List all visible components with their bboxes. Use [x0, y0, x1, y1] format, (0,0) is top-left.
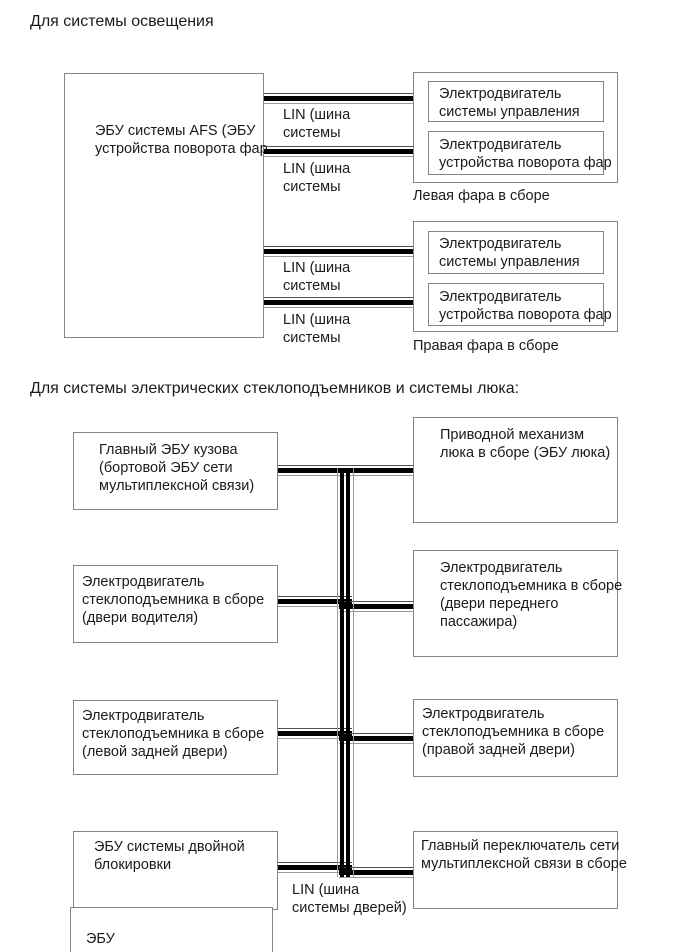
- cutoff-ecu-box: ЭБУ: [70, 907, 273, 952]
- door-lin-bus-vertical: [346, 468, 350, 877]
- lin-bus-line: [264, 297, 428, 308]
- lin-bus-label: LIN (шина системы: [283, 260, 351, 294]
- rear-left-window-motor-label: Электродвигатель стеклоподъемника в сбор…: [82, 708, 265, 760]
- door-lin-bus-line: [278, 465, 413, 476]
- swivel-motor-label: Электродвигатель устройства поворота фар: [439, 289, 612, 323]
- right-headlamp-caption: Правая фара в сборе: [413, 338, 559, 354]
- control-motor-label: Электродвигатель системы управления: [439, 236, 580, 270]
- section-title-windows: Для системы электрических стеклоподъемни…: [30, 380, 520, 397]
- sunroof-drive-label: Приводной механизм люка в сборе (ЭБУ люк…: [440, 427, 611, 461]
- door-lin-bus-line: [278, 862, 352, 873]
- body-ecu-label: Главный ЭБУ кузова (бортовой ЭБУ сети му…: [99, 442, 255, 494]
- driver-window-motor-box: Электродвигатель стеклоподъемника в сбор…: [73, 565, 278, 643]
- control-motor-label: Электродвигатель системы управления: [439, 86, 580, 120]
- double-lock-ecu-label: ЭБУ системы двойной блокировки: [94, 839, 245, 873]
- lin-bus-line: [264, 146, 428, 157]
- left-control-motor-box: Электродвигатель системы управления: [428, 81, 604, 122]
- lin-bus-line: [264, 93, 428, 104]
- door-lin-bus-line: [339, 601, 413, 612]
- door-lin-bus-label: LIN (шина системы дверей): [292, 882, 407, 916]
- body-ecu-box: Главный ЭБУ кузова (бортовой ЭБУ сети му…: [73, 432, 278, 510]
- double-lock-ecu-box: ЭБУ системы двойной блокировки: [73, 831, 278, 910]
- door-lin-bus-vertical: [337, 468, 338, 877]
- cutoff-ecu-label: ЭБУ: [86, 931, 115, 947]
- right-control-motor-box: Электродвигатель системы управления: [428, 231, 604, 274]
- lin-bus-label: LIN (шина системы: [283, 107, 351, 141]
- lin-bus-line: [264, 246, 428, 257]
- rear-right-window-motor-label: Электродвигатель стеклоподъемника в сбор…: [422, 706, 605, 758]
- passenger-window-motor-box: Электродвигатель стеклоподъемника в сбор…: [413, 550, 623, 657]
- lin-bus-label: LIN (шина системы: [283, 161, 351, 195]
- left-swivel-motor-box: Электродвигатель устройства поворота фар: [428, 131, 612, 175]
- rear-left-window-motor-box: Электродвигатель стеклоподъемника в сбор…: [73, 700, 278, 775]
- swivel-motor-label: Электродвигатель устройства поворота фар: [439, 137, 612, 171]
- afs-ecu-label: ЭБУ системы AFS (ЭБУ устройства поворота…: [95, 123, 268, 157]
- door-lin-bus-line: [339, 867, 413, 878]
- door-lin-bus-line: [278, 728, 352, 739]
- master-switch-box: Главный переключатель сети мультиплексно…: [413, 831, 627, 909]
- lin-bus-label: LIN (шина системы: [283, 312, 351, 346]
- sunroof-drive-box: Приводной механизм люка в сборе (ЭБУ люк…: [413, 417, 618, 523]
- driver-window-motor-label: Электродвигатель стеклоподъемника в сбор…: [82, 574, 265, 626]
- afs-ecu-box: ЭБУ системы AFS (ЭБУ устройства поворота…: [64, 73, 268, 338]
- door-lin-bus-vertical: [340, 468, 344, 877]
- master-switch-label: Главный переключатель сети мультиплексно…: [421, 838, 627, 872]
- door-lin-bus-line: [278, 596, 352, 607]
- section-title-lighting: Для системы освещения: [30, 13, 214, 30]
- door-lin-bus-vertical: [353, 468, 354, 877]
- right-swivel-motor-box: Электродвигатель устройства поворота фар: [428, 283, 612, 326]
- passenger-window-motor-label: Электродвигатель стеклоподъемника в сбор…: [440, 560, 623, 630]
- left-headlamp-caption: Левая фара в сборе: [413, 188, 550, 204]
- rear-right-window-motor-box: Электродвигатель стеклоподъемника в сбор…: [413, 699, 618, 777]
- door-lin-bus-line: [339, 733, 413, 744]
